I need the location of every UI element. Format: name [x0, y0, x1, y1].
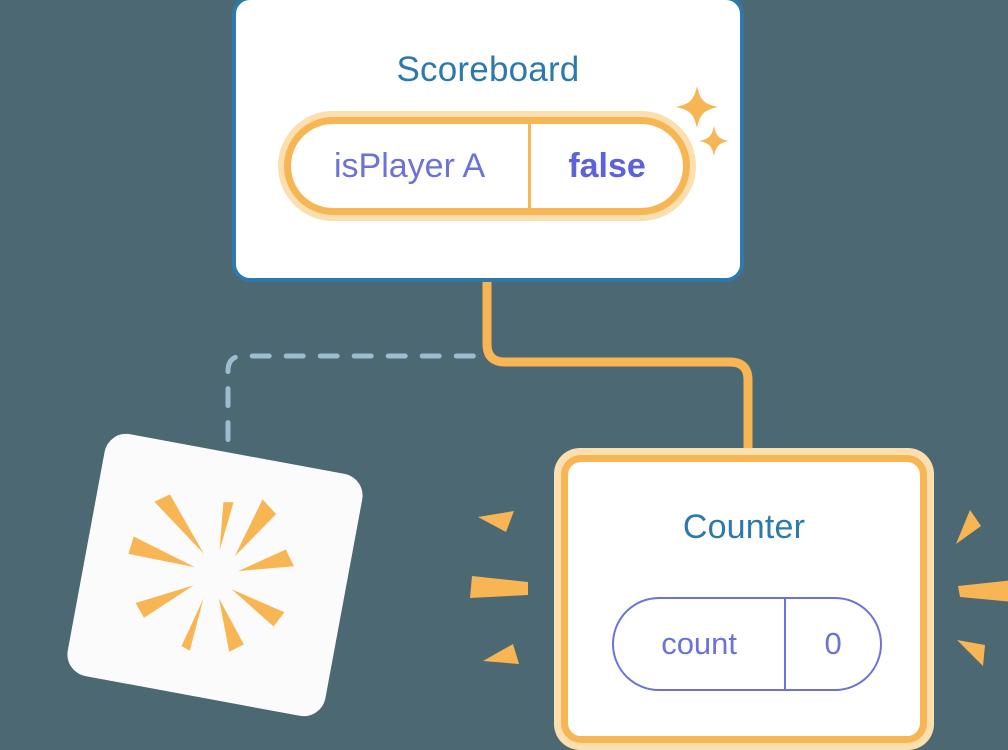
burst-ray: [135, 585, 194, 618]
counter-state-value: 0: [824, 626, 842, 661]
burst-ray: [154, 494, 204, 554]
scoreboard-title: Scoreboard: [396, 50, 580, 89]
scoreboard-card[interactable]: Scoreboard isPlayer A false: [232, 0, 744, 282]
scoreboard-state-key: isPlayer A: [291, 124, 532, 208]
counter-state-key: count: [614, 599, 787, 689]
burst-ray: [181, 598, 204, 651]
scoreboard-state-value: false: [568, 146, 646, 185]
counter-title: Counter: [682, 508, 806, 546]
connector-scoreboard-to-burst-card: [225, 327, 490, 471]
connector-scoreboard-to-counter: [482, 278, 753, 463]
burst-ray: [219, 502, 234, 551]
burst-ray: [238, 549, 294, 572]
scoreboard-state-pill[interactable]: isPlayer A false: [278, 111, 696, 221]
scoreboard-state-pill-inner: isPlayer A false: [284, 117, 690, 215]
burst-ray: [234, 499, 277, 557]
burst-ray: [231, 589, 285, 627]
counter-card[interactable]: Counter count 0: [554, 448, 934, 750]
radial-triangle-burst-icon: [128, 494, 294, 652]
burst-ray: [128, 536, 196, 568]
counter-card-inner: Counter count 0: [561, 455, 927, 743]
counter-state-pill[interactable]: count 0: [612, 597, 882, 691]
burst-ray: [218, 598, 244, 652]
burst-card[interactable]: [63, 430, 367, 720]
